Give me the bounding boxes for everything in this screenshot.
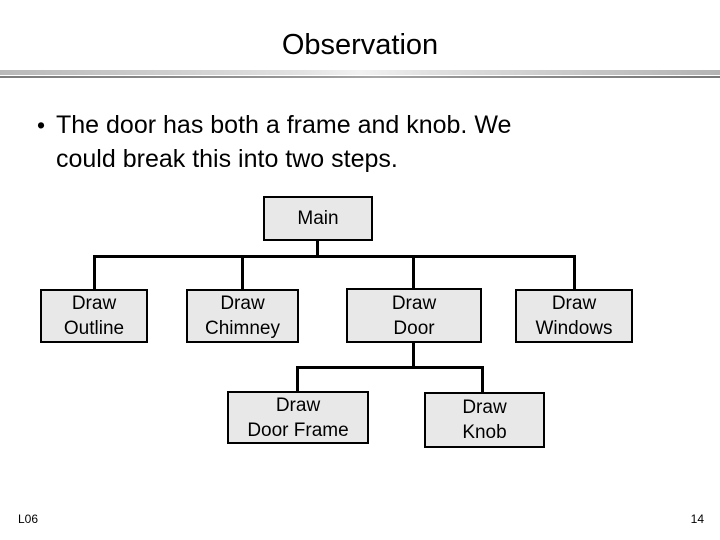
node-draw-chimney-line-2: Chimney: [205, 318, 280, 339]
bullet-line-2: could break this into two steps.: [56, 145, 398, 173]
edge-door-to-knob: [481, 366, 484, 392]
node-draw-windows-line-1: Draw: [551, 293, 597, 314]
node-main-line-1: Main: [297, 208, 339, 229]
edge-door-stem: [412, 343, 415, 367]
edge-door-bus: [296, 366, 484, 369]
edge-main-to-outline: [93, 255, 96, 290]
node-draw-door-frame-line-1: Draw: [275, 394, 321, 416]
node-draw-windows[interactable]: Draw Windows: [515, 289, 633, 343]
edge-main-to-windows: [573, 255, 576, 290]
node-draw-knob-line-1: Draw: [462, 397, 507, 418]
edge-door-to-doorframe: [296, 366, 299, 392]
node-draw-outline-line-1: Draw: [71, 293, 117, 314]
node-draw-door-frame-line-2: Door Frame: [247, 419, 349, 441]
node-draw-knob-line-2: Knob: [462, 422, 507, 443]
edge-main-bus: [93, 255, 576, 258]
node-main[interactable]: Main: [263, 196, 373, 241]
page-number: 14: [690, 512, 704, 526]
edge-main-to-chimney: [241, 255, 244, 290]
node-draw-outline[interactable]: Draw Outline: [40, 289, 148, 343]
divider-light-band: [0, 70, 720, 75]
edge-main-stem: [316, 241, 319, 257]
node-draw-windows-line-2: Windows: [535, 318, 613, 339]
edge-main-to-door: [412, 255, 415, 290]
footer-label: L06: [18, 512, 39, 526]
node-draw-knob[interactable]: Draw Knob: [424, 392, 545, 448]
title-divider: [0, 70, 720, 79]
node-draw-door-frame[interactable]: Draw Door Frame: [227, 391, 369, 444]
node-draw-door-line-2: Door: [393, 317, 435, 339]
node-draw-chimney-line-1: Draw: [220, 293, 265, 314]
node-draw-door[interactable]: Draw Door: [346, 288, 482, 343]
divider-dark-line: [0, 76, 720, 78]
bullet-line-1: The door has both a frame and knob. We: [56, 111, 512, 139]
node-draw-outline-line-2: Outline: [63, 318, 125, 339]
bullet-marker-icon: •: [36, 112, 46, 138]
page-title: Observation: [281, 29, 439, 61]
bullet-text: The door has both a frame and knob. We c…: [56, 108, 686, 176]
list-item: • The door has both a frame and knob. We…: [26, 108, 686, 176]
bullet-list: • The door has both a frame and knob. We…: [26, 108, 686, 176]
node-draw-door-line-1: Draw: [391, 292, 437, 314]
node-draw-chimney[interactable]: Draw Chimney: [186, 289, 299, 343]
